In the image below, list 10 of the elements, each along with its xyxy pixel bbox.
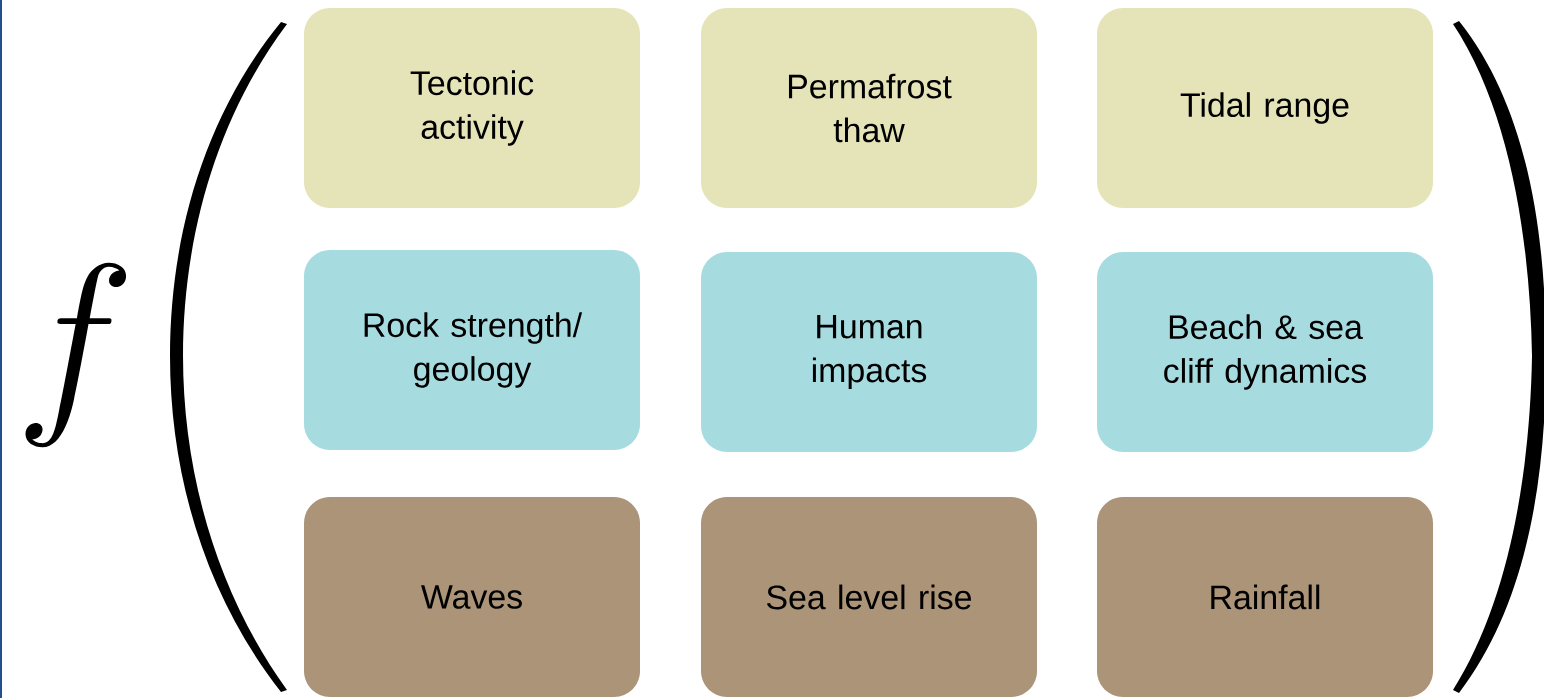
factor-box: Human impacts bbox=[701, 252, 1037, 452]
factor-box: Tidal range bbox=[1097, 8, 1433, 208]
factor-box: Beach & sea cliff dynamics bbox=[1097, 252, 1433, 452]
function-symbol: $f$ bbox=[25, 262, 127, 448]
factor-box: Tectonic activity bbox=[304, 8, 640, 208]
factor-box: Waves bbox=[304, 497, 640, 697]
factor-box: Rainfall bbox=[1097, 497, 1433, 697]
factor-box: Rock strength/ geology bbox=[304, 250, 640, 450]
factor-box: Permafrost thaw bbox=[701, 8, 1037, 208]
factor-box: Sea level rise bbox=[701, 497, 1037, 697]
